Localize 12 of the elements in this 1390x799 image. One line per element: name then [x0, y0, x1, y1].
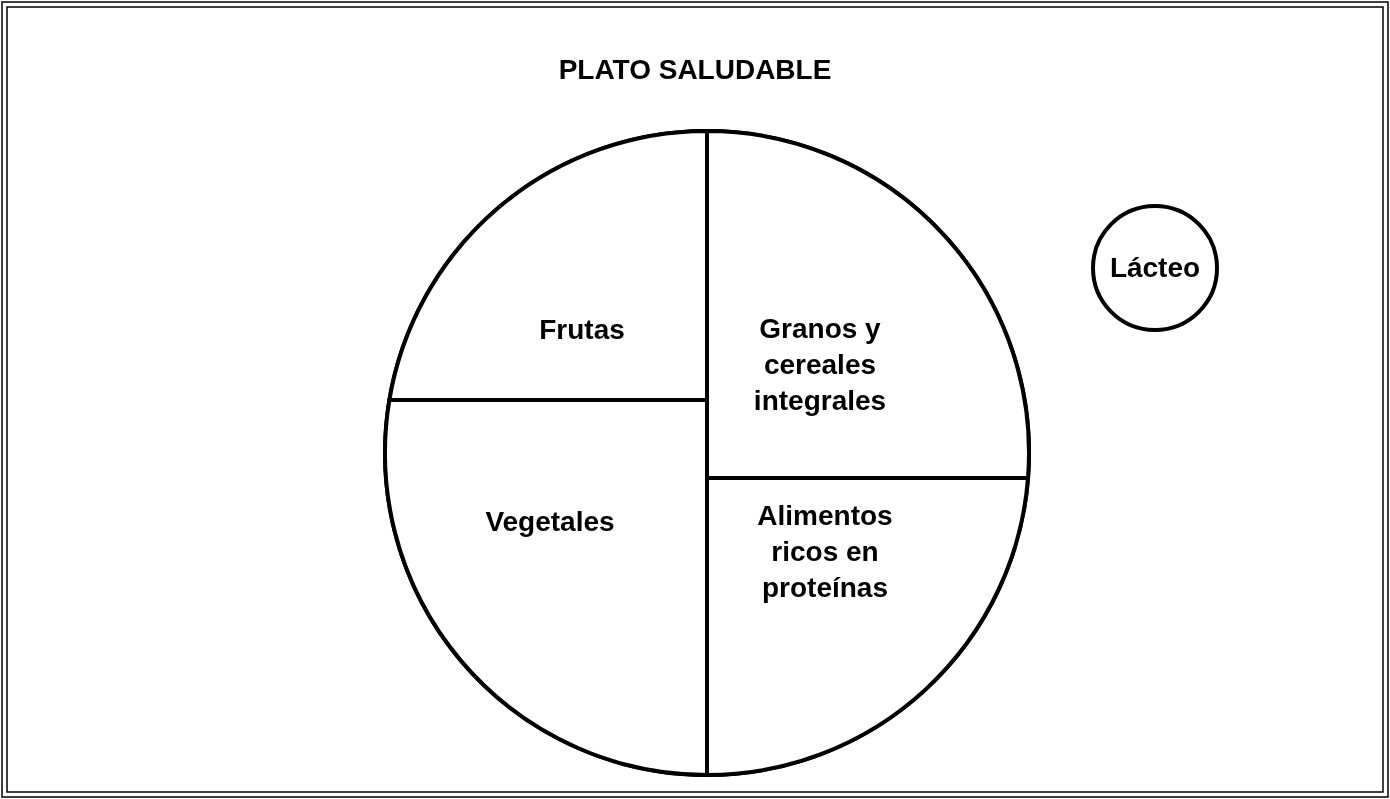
- plate-section: [385, 400, 707, 775]
- diagram-title: PLATO SALUDABLE: [558, 53, 832, 87]
- section-label: Lácteo: [1108, 251, 1202, 285]
- plate-section: [707, 131, 1029, 478]
- section-label: Granos y cereales integrales: [752, 312, 888, 418]
- side-circle: [1093, 206, 1217, 330]
- plate-circle: [385, 131, 1029, 775]
- plate-section: [707, 478, 1029, 775]
- section-label: Alimentos ricos en proteínas: [756, 499, 894, 605]
- section-label: Vegetales: [484, 505, 616, 539]
- plate-section: [385, 131, 707, 400]
- section-label: Frutas: [538, 313, 626, 347]
